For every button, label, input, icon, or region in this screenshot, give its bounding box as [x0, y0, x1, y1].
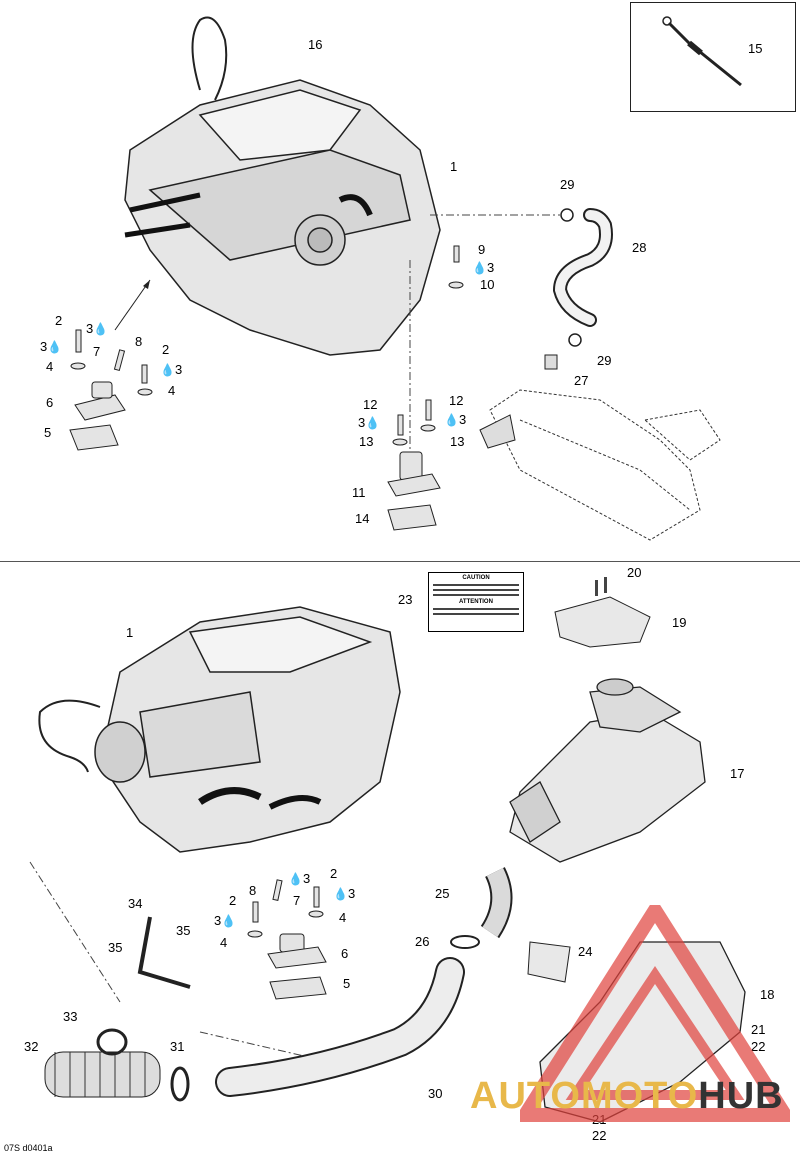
air-box-cover [554, 596, 651, 648]
callout-12b: 12 [449, 393, 464, 408]
dipstick-inset [630, 2, 796, 112]
callout-3c: 💧3 [160, 362, 183, 378]
watermark-part2: HUB [698, 1075, 784, 1117]
callout-29b: 29 [597, 353, 612, 368]
callout-28: 28 [632, 240, 647, 255]
sensor-wire-bottom [38, 699, 101, 773]
cover-24 [527, 941, 571, 983]
callout-2a: 2 [55, 313, 63, 328]
callout-1: 1 [450, 159, 458, 174]
engine-block-bottom [94, 606, 401, 853]
callout-b3c: 3💧 [214, 913, 237, 929]
watermark-part1: AUTOMOTO [470, 1075, 699, 1117]
callout-b2b: 2 [330, 866, 338, 881]
callout-16: 16 [308, 37, 323, 52]
callout-4b: 4 [168, 383, 176, 398]
callout-7: 7 [93, 344, 101, 359]
callout-19: 19 [672, 615, 687, 630]
callout-b8: 8 [249, 883, 257, 898]
callout-13b: 13 [450, 434, 465, 449]
callout-31: 31 [170, 1039, 185, 1054]
callout-3b: 3💧 [40, 339, 63, 355]
engine-top-illustration [69, 16, 721, 541]
callout-21a: 21 [751, 1022, 766, 1037]
callout-b4a: 4 [220, 935, 228, 950]
engine-block-top [124, 79, 441, 356]
callout-25: 25 [435, 886, 450, 901]
watermark-logo: AUTOMOTOHUB [470, 1075, 784, 1118]
section-divider [0, 561, 800, 562]
engine-mount-bottom [247, 879, 327, 1000]
callout-b2a: 2 [229, 893, 237, 908]
callout-34: 34 [128, 896, 143, 911]
callout-27: 27 [574, 373, 589, 388]
callout-5: 5 [44, 425, 52, 440]
callout-18: 18 [760, 987, 775, 1002]
callout-35a: 35 [108, 940, 123, 955]
callout-30: 30 [428, 1086, 443, 1101]
callout-32: 32 [24, 1039, 39, 1054]
callout-b3b: 💧3 [333, 886, 356, 902]
callout-b6: 6 [341, 946, 349, 961]
callout-6: 6 [46, 395, 54, 410]
callout-13a: 13 [359, 434, 374, 449]
callout-33: 33 [63, 1009, 78, 1024]
bracket-34 [137, 916, 191, 989]
callout-b7: 7 [293, 893, 301, 908]
callout-14: 14 [355, 511, 370, 526]
callout-23: 23 [398, 592, 413, 607]
callout-3e: 💧3 [444, 412, 467, 428]
callout-26: 26 [415, 934, 430, 949]
callout-b1: 1 [126, 625, 134, 640]
sensor-wire-top [191, 16, 228, 101]
callout-22a: 22 [751, 1039, 766, 1054]
callout-b4b: 4 [339, 910, 347, 925]
air-box-top [489, 389, 721, 541]
callout-12a: 12 [363, 397, 378, 412]
callout-b3a: 💧3 [288, 871, 311, 887]
callout-3d: 3💧 [358, 415, 381, 431]
air-filter-32 [44, 1051, 161, 1098]
callout-4a: 4 [46, 359, 54, 374]
callout-2b: 2 [162, 342, 170, 357]
drawing-code: 07S d0401a [4, 1143, 53, 1153]
callout-17: 17 [730, 766, 745, 781]
callout-b5: 5 [343, 976, 351, 991]
callout-35b: 35 [176, 923, 191, 938]
decal-attention-heading: ATTENTION [459, 599, 493, 605]
callout-8: 8 [135, 334, 143, 349]
callout-20: 20 [627, 565, 642, 580]
watermark-triangle-icon [520, 905, 790, 1122]
decal-caution-heading: CAUTION [462, 575, 490, 581]
engine-mount-left-top [69, 329, 153, 451]
callout-3f: 💧3 [472, 260, 495, 276]
callout-10: 10 [480, 277, 495, 292]
callout-3a: 3💧 [86, 321, 109, 337]
callout-29a: 29 [560, 177, 575, 192]
callout-11: 11 [352, 485, 366, 500]
engine-mount-center-top [387, 245, 464, 531]
callout-9: 9 [478, 242, 486, 257]
callout-24: 24 [578, 944, 593, 959]
caution-decal: CAUTION ATTENTION [428, 572, 524, 632]
callout-22b: 22 [592, 1128, 607, 1143]
callout-15: 15 [748, 41, 763, 56]
air-box-bottom [509, 678, 706, 863]
dipstick-icon [662, 16, 742, 87]
